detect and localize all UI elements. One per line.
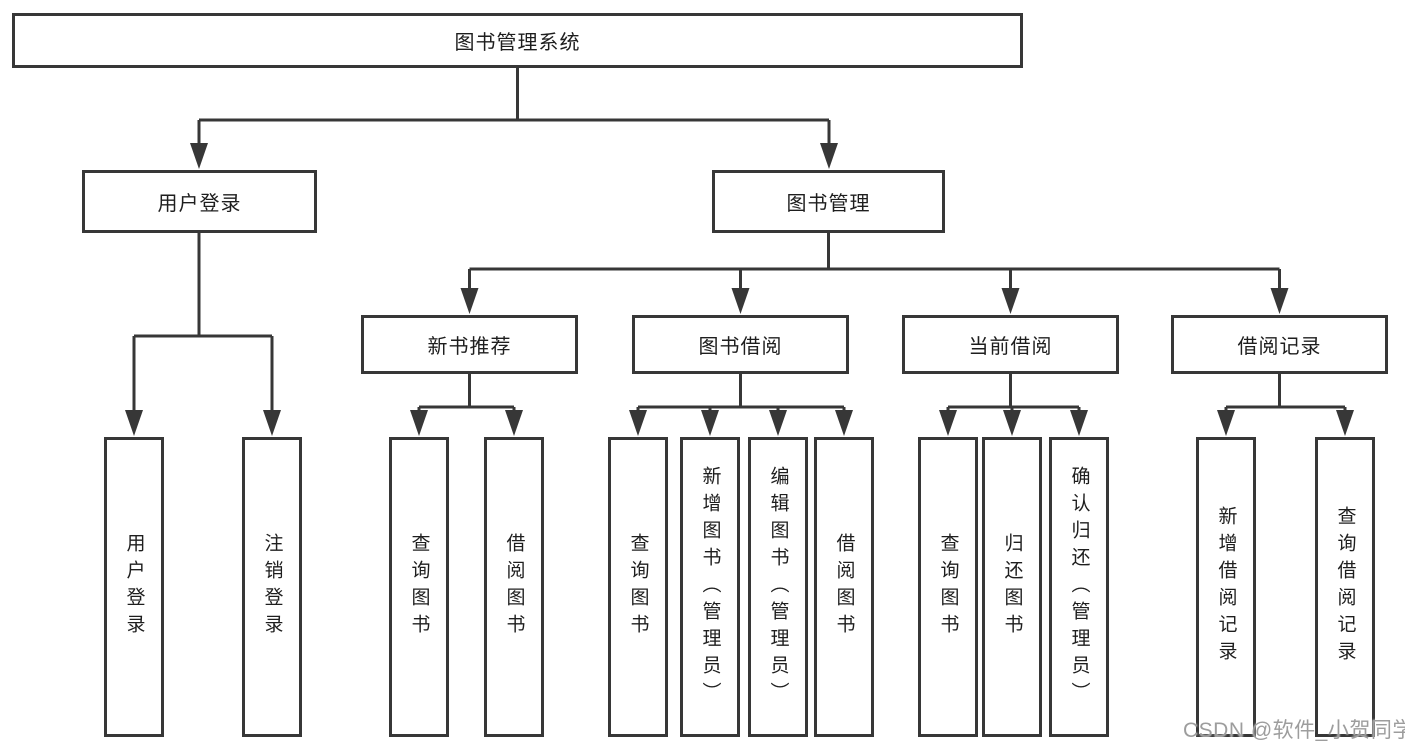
node-label: 用户登录 <box>157 193 242 215</box>
arrowhead <box>835 410 853 436</box>
node-label: 查询图书 <box>408 533 430 641</box>
arrowhead <box>939 410 957 436</box>
arrowhead <box>731 288 750 314</box>
arrowhead <box>1336 410 1354 436</box>
csdn-watermark: CSDN @软件_小贺同学 <box>1183 719 1405 742</box>
node-label: 借阅记录 <box>1237 336 1322 358</box>
arrowhead <box>629 410 647 436</box>
leaf-return-books: 归还图书 <box>982 437 1042 737</box>
node-label: 新书推荐 <box>427 336 512 358</box>
arrowhead <box>263 410 281 436</box>
edge-book-borrow-to-leaves <box>629 374 853 436</box>
node-book-borrow: 图书借阅 <box>632 315 849 374</box>
node-label: 查询图书 <box>937 533 959 641</box>
node-label: 图书借阅 <box>698 336 783 358</box>
arrowhead <box>769 410 787 436</box>
node-label: 图书管理系统 <box>454 32 581 54</box>
node-label: 注销登录 <box>261 533 283 641</box>
arrowhead <box>1070 410 1088 436</box>
node-label: 借阅图书 <box>503 533 525 641</box>
node-label: 新增图书（管理员） <box>699 465 721 709</box>
node-current-borrow: 当前借阅 <box>902 315 1119 374</box>
edge-book-management-to-level3 <box>460 233 1289 314</box>
leaf-logout: 注销登录 <box>242 437 302 737</box>
leaf-query-books-recommend: 查询图书 <box>389 437 449 737</box>
leaf-borrow-books-recommend: 借阅图书 <box>484 437 544 737</box>
leaf-borrow-books: 借阅图书 <box>814 437 874 737</box>
arrowhead <box>701 410 719 436</box>
leaf-edit-books-admin: 编辑图书（管理员） <box>748 437 808 737</box>
node-label: 归还图书 <box>1001 533 1023 641</box>
edge-root-to-level2 <box>190 68 838 169</box>
arrowhead <box>125 410 143 436</box>
node-book-management: 图书管理 <box>712 170 945 233</box>
arrowhead <box>820 143 838 169</box>
node-borrow-records: 借阅记录 <box>1171 315 1388 374</box>
node-label: 新增借阅记录 <box>1215 506 1237 668</box>
edge-current-borrow-to-leaves <box>939 374 1088 436</box>
edge-user-login-to-leaves <box>125 233 281 436</box>
edge-new-book-recommend-to-leaves <box>410 374 523 436</box>
node-label: 编辑图书（管理员） <box>767 465 789 709</box>
arrowhead <box>1270 288 1289 314</box>
node-label: 确认归还（管理员） <box>1068 465 1090 709</box>
leaf-add-borrow-record: 新增借阅记录 <box>1196 437 1256 737</box>
node-new-book-recommend: 新书推荐 <box>361 315 578 374</box>
node-label: 用户登录 <box>123 533 145 641</box>
arrowhead <box>1217 410 1235 436</box>
node-root-system: 图书管理系统 <box>12 13 1023 68</box>
leaf-query-borrow-record: 查询借阅记录 <box>1315 437 1375 737</box>
leaf-confirm-return-admin: 确认归还（管理员） <box>1049 437 1109 737</box>
node-label: 借阅图书 <box>833 533 855 641</box>
node-label: 查询借阅记录 <box>1334 506 1356 668</box>
node-label: 图书管理 <box>786 193 871 215</box>
node-label: 查询图书 <box>627 533 649 641</box>
arrowhead <box>1003 410 1021 436</box>
arrowhead <box>410 410 428 436</box>
node-label: 当前借阅 <box>968 336 1053 358</box>
arrowhead <box>190 143 208 169</box>
leaf-add-books-admin: 新增图书（管理员） <box>680 437 740 737</box>
node-user-login: 用户登录 <box>82 170 317 233</box>
arrowhead <box>460 288 479 314</box>
arrowhead <box>505 410 523 436</box>
arrowhead <box>1001 288 1020 314</box>
leaf-query-books-borrow: 查询图书 <box>608 437 668 737</box>
edge-borrow-records-to-leaves <box>1217 374 1354 436</box>
leaf-query-books-current: 查询图书 <box>918 437 978 737</box>
leaf-user-login: 用户登录 <box>104 437 164 737</box>
